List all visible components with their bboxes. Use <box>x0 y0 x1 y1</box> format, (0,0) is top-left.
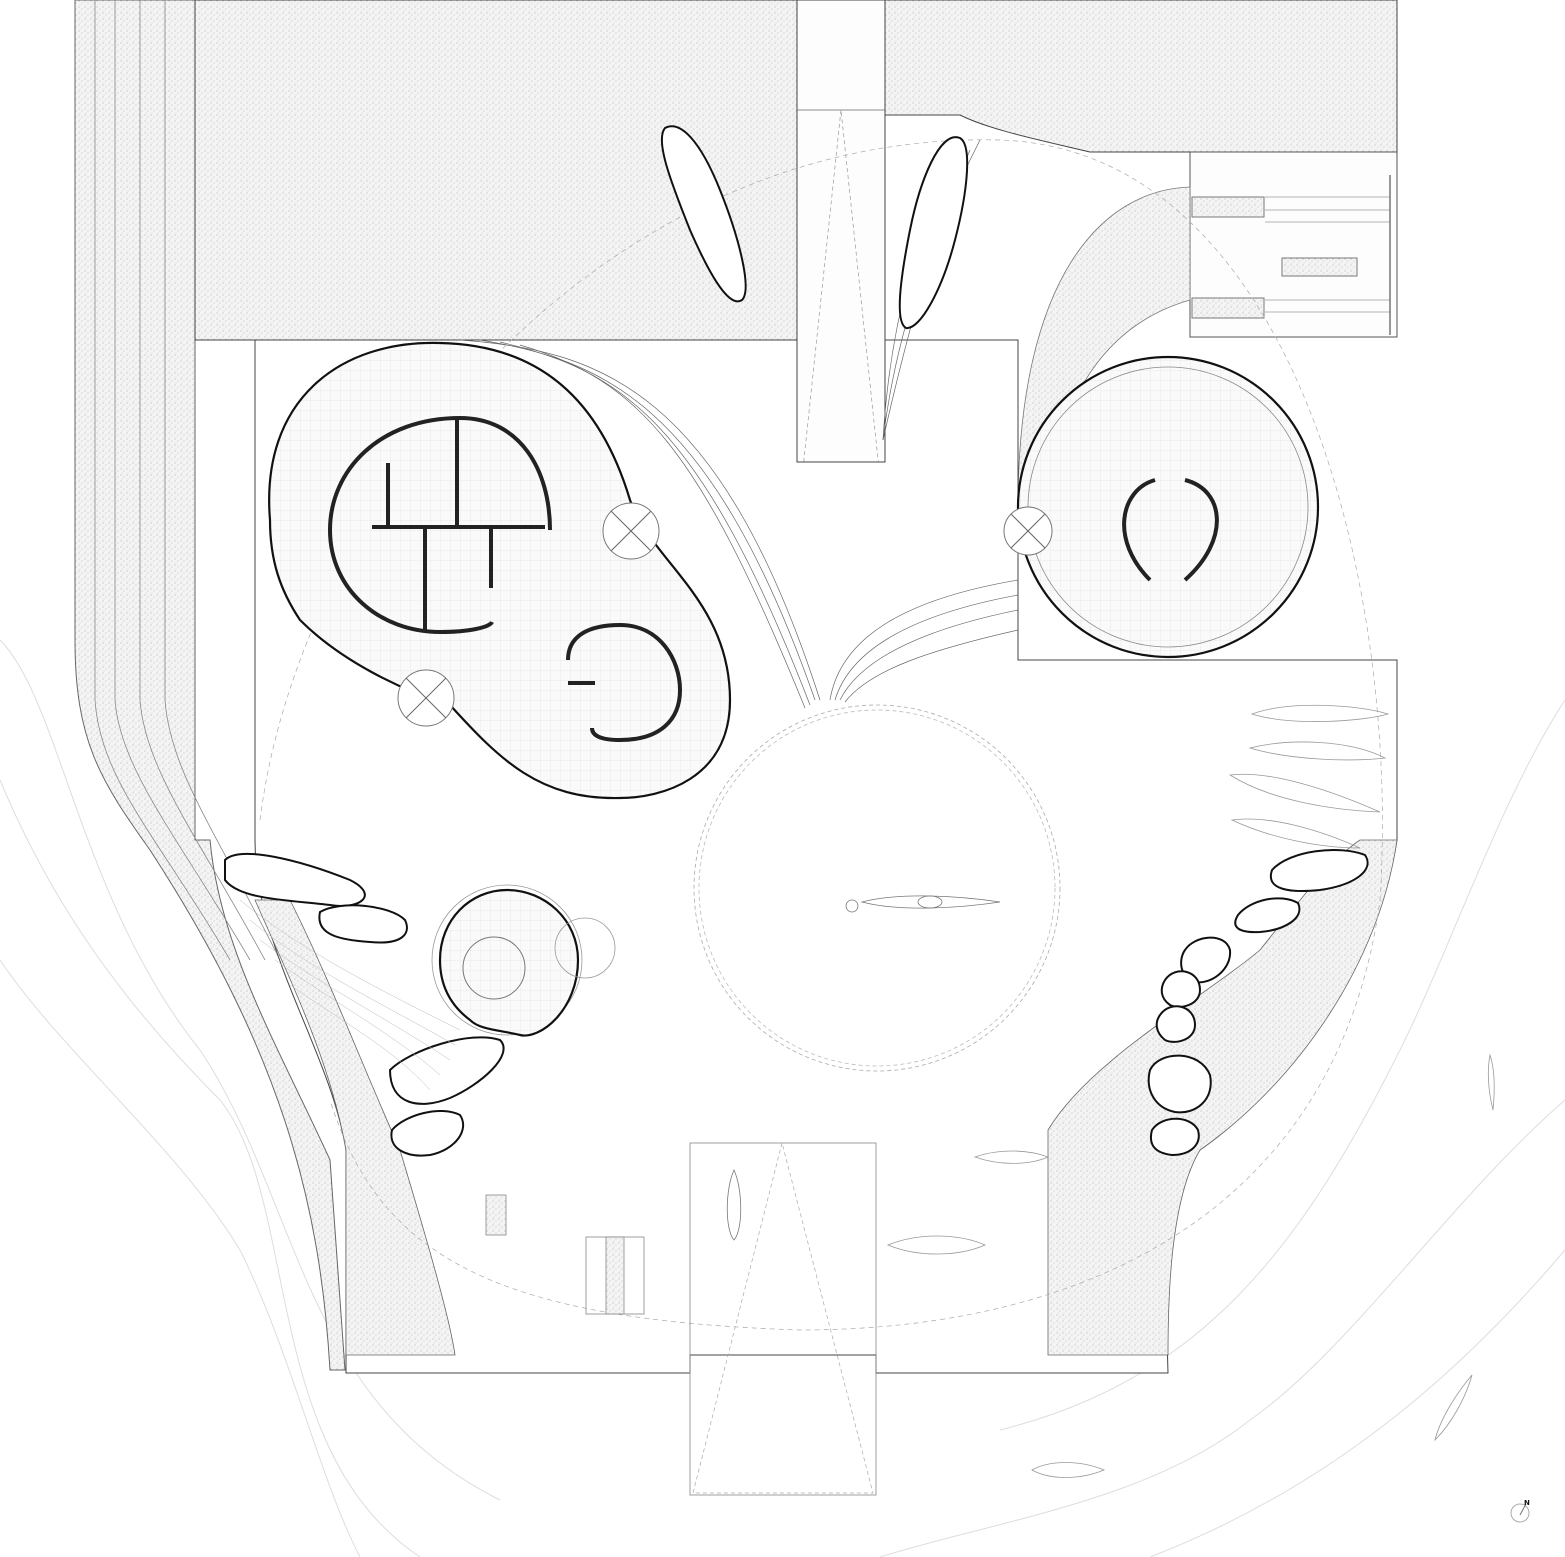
central-circle <box>693 704 1061 1072</box>
north-pier <box>796 0 886 498</box>
spiral-stair-pavilion <box>431 884 616 1037</box>
top-right-lawn <box>884 0 1398 153</box>
kayak-rack <box>1228 704 1390 849</box>
northeast-deck <box>1189 151 1398 338</box>
north-arrow-label: N <box>1524 1499 1530 1507</box>
southwest-planted-bank <box>254 899 456 1356</box>
west-boulders <box>224 852 505 1157</box>
west-contour-cascade <box>239 899 461 1091</box>
east-boulders <box>1147 849 1369 1157</box>
north-arrow-icon <box>1510 1503 1530 1523</box>
northeast-round-building <box>1003 355 1320 659</box>
kayak-center <box>845 895 1001 913</box>
southwest-planters <box>485 1194 645 1315</box>
southeast-kayaks <box>886 1053 1495 1478</box>
dashed-ring <box>259 139 1383 1331</box>
northwest-building <box>268 341 732 800</box>
south-pier <box>689 1142 877 1496</box>
water-contours <box>0 639 1565 1557</box>
left-planted-strip <box>74 0 346 1371</box>
north-boulders <box>660 125 969 329</box>
